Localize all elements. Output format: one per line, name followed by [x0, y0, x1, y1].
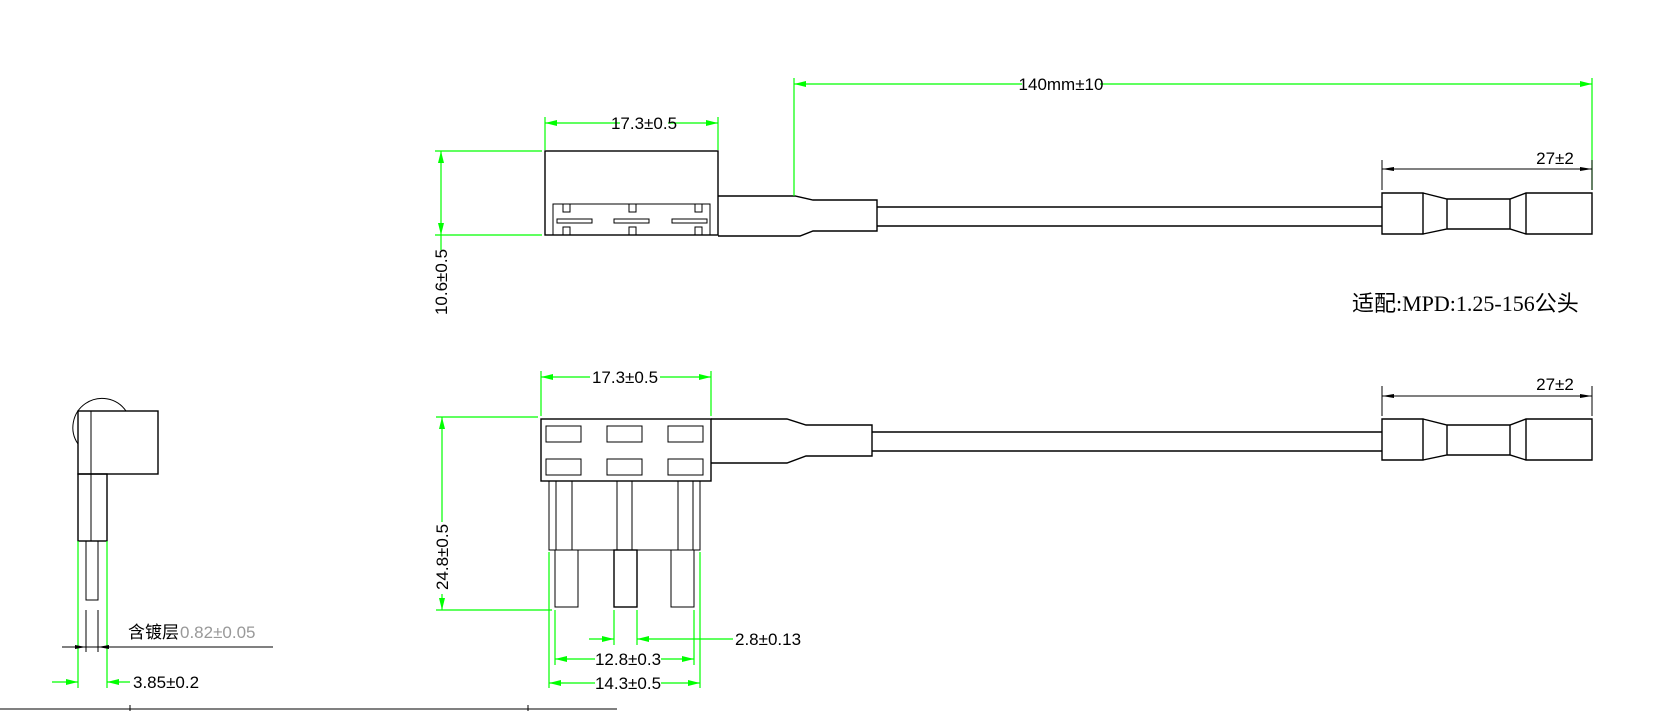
- dim-housing-width: 17.3±0.5: [611, 114, 677, 133]
- dim-blade-span-outer: 14.3±0.5: [595, 674, 661, 693]
- blade-side: [85, 540, 99, 601]
- fuse-legs: [548, 481, 701, 551]
- leg-side: [77, 473, 108, 542]
- dim-blade-width: 2.8±0.13: [735, 630, 801, 649]
- dim-housing-height: 10.6±0.5: [432, 249, 451, 315]
- terminal: [1381, 418, 1593, 461]
- side-view: 含镀层 0.82±0.05 3.85±0.2: [52, 397, 273, 692]
- cable: [877, 206, 1382, 227]
- cable-boot: [718, 195, 878, 237]
- front-view: 17.3±0.5 24.8±0.5 2.8±0.13 12.8±0.3 14.3…: [433, 368, 1593, 693]
- terminal-note: 适配:MPD:1.25-156公头: [1352, 291, 1579, 316]
- arc: [72, 397, 127, 445]
- dim-housing-width: 17.3±0.5: [592, 368, 658, 387]
- dim-terminal-length: 27±2: [1536, 375, 1574, 394]
- cable-boot: [711, 418, 873, 464]
- blade-center: [613, 549, 638, 608]
- dim-thickness: 3.85±0.2: [133, 673, 199, 692]
- housing-side: [77, 410, 159, 475]
- dim-blade-span-inner: 12.8±0.3: [595, 650, 661, 669]
- plating-thickness: 0.82±0.05: [180, 623, 256, 642]
- plating-label: 含镀层: [128, 623, 179, 642]
- slots: [556, 203, 708, 236]
- blade-left: [554, 549, 579, 608]
- dim-terminal-length: 27±2: [1536, 149, 1574, 168]
- housing-outline: [540, 418, 712, 482]
- blade-right: [670, 549, 695, 608]
- dim-total-height: 24.8±0.5: [433, 524, 452, 590]
- title-block-border: [0, 705, 617, 711]
- top-view: 17.3±0.5 10.6±0.5 140mm±10 27±2 适配:MPD:1…: [432, 75, 1593, 316]
- cable: [872, 431, 1382, 452]
- dim-cable-length: 140mm±10: [1019, 75, 1104, 94]
- housing-outline: [544, 150, 719, 236]
- terminal: [1381, 192, 1593, 235]
- slots: [545, 425, 704, 476]
